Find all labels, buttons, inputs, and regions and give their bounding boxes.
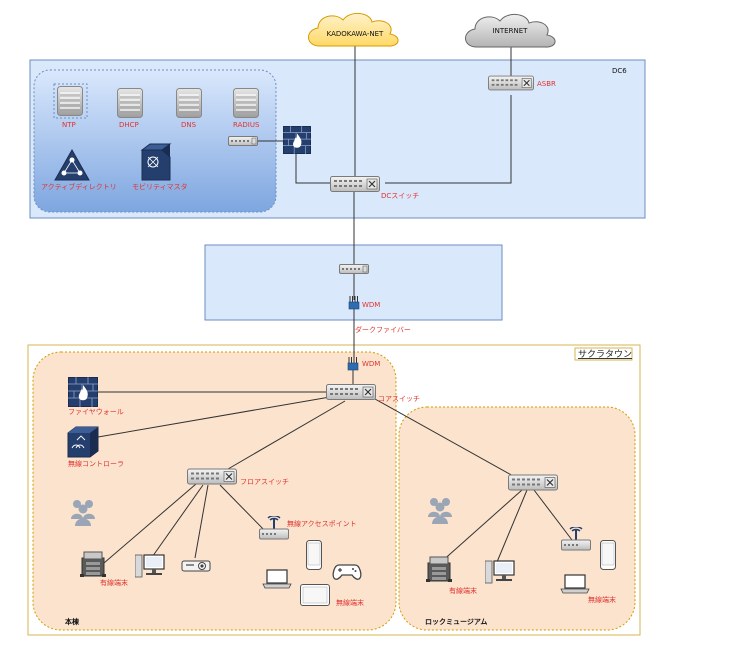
- museum-area: [398, 406, 636, 631]
- museum-smartphone-icon: [600, 540, 616, 570]
- asbr-label: ASBR: [537, 80, 556, 88]
- museum-label: ロックミュージアム: [425, 617, 487, 626]
- smartphone-icon: [306, 540, 322, 570]
- transport-switch-icon: [339, 264, 369, 274]
- core-switch-label: コアスイッチ: [378, 395, 420, 403]
- site-title: サクラタウン: [578, 349, 632, 360]
- core-switch-icon: [326, 384, 376, 400]
- main-wireless-terminals-label: 無線端末: [336, 598, 364, 607]
- active-directory-label: アクティブディレクトリ: [41, 182, 117, 191]
- site-firewall-label: ファイヤウォール: [68, 408, 124, 416]
- mobility-master: モビリティマスタ: [132, 143, 188, 191]
- kadokawa-net-label: KADOKAWA-NET: [327, 30, 384, 38]
- server-icon: [117, 88, 143, 118]
- wireless-controller-label: 無線コントローラ: [68, 459, 124, 468]
- server-icon: [57, 86, 83, 116]
- ntp-server: NTP: [53, 83, 88, 129]
- dc-switch-label: DCスイッチ: [381, 192, 419, 200]
- floor-switch-icon: [187, 468, 237, 485]
- links: [97, 45, 573, 564]
- site-firewall-icon: [68, 377, 98, 407]
- dc-small-switch-icon: [228, 136, 258, 146]
- printer-icon: [80, 551, 106, 578]
- server-icon: [233, 88, 259, 118]
- wireless-controller: 無線コントローラ: [67, 426, 124, 468]
- desktop-pc-icon: [135, 554, 165, 578]
- dns-label: DNS: [181, 121, 197, 129]
- laptop-icon: [262, 569, 292, 589]
- dc-firewall-icon: [283, 126, 311, 154]
- main-building-label: 本棟: [64, 617, 80, 626]
- museum-desktop-pc-icon: [485, 560, 515, 584]
- radius-server: RADIUS: [233, 88, 260, 129]
- active-directory: アクティブディレクトリ: [41, 148, 117, 191]
- radius-label: RADIUS: [233, 121, 260, 129]
- museum-wireless-terminals-label: 無線端末: [588, 595, 616, 604]
- access-point-label: 無線アクセスポイント: [287, 519, 357, 528]
- dns-server: DNS: [176, 88, 202, 129]
- main-wired-terminals-label: 有線端末: [100, 578, 128, 587]
- kadokawa-net-cloud: KADOKAWA-NET: [308, 13, 399, 47]
- museum-printer-icon: [426, 556, 452, 583]
- museum-switch-icon: [508, 474, 558, 491]
- site-title-box: [574, 347, 633, 361]
- dhcp-server: DHCP: [117, 88, 143, 129]
- ntp-label: NTP: [62, 121, 76, 129]
- internet-cloud: INTERNET: [465, 14, 556, 48]
- tablet-icon: [300, 584, 330, 606]
- projector-icon: [181, 560, 211, 572]
- dc6-title: DC6: [612, 67, 627, 75]
- dhcp-label: DHCP: [119, 121, 139, 129]
- dc-switch-icon: [330, 176, 380, 192]
- server-icon: [176, 88, 202, 118]
- wdm-site-label: WDM: [362, 360, 380, 368]
- floor-switch-label: フロアスイッチ: [240, 478, 289, 486]
- wdm-dc-label: WDM: [362, 301, 380, 309]
- dark-fiber-label: ダークファイバー: [355, 325, 411, 334]
- museum-laptop-icon: [560, 574, 590, 594]
- museum-wired-terminals-label: 有線端末: [449, 586, 477, 595]
- asbr-router-icon: [488, 75, 534, 91]
- main-building-area: [32, 351, 397, 631]
- internet-label: INTERNET: [493, 27, 529, 35]
- mobility-master-label: モビリティマスタ: [132, 182, 188, 191]
